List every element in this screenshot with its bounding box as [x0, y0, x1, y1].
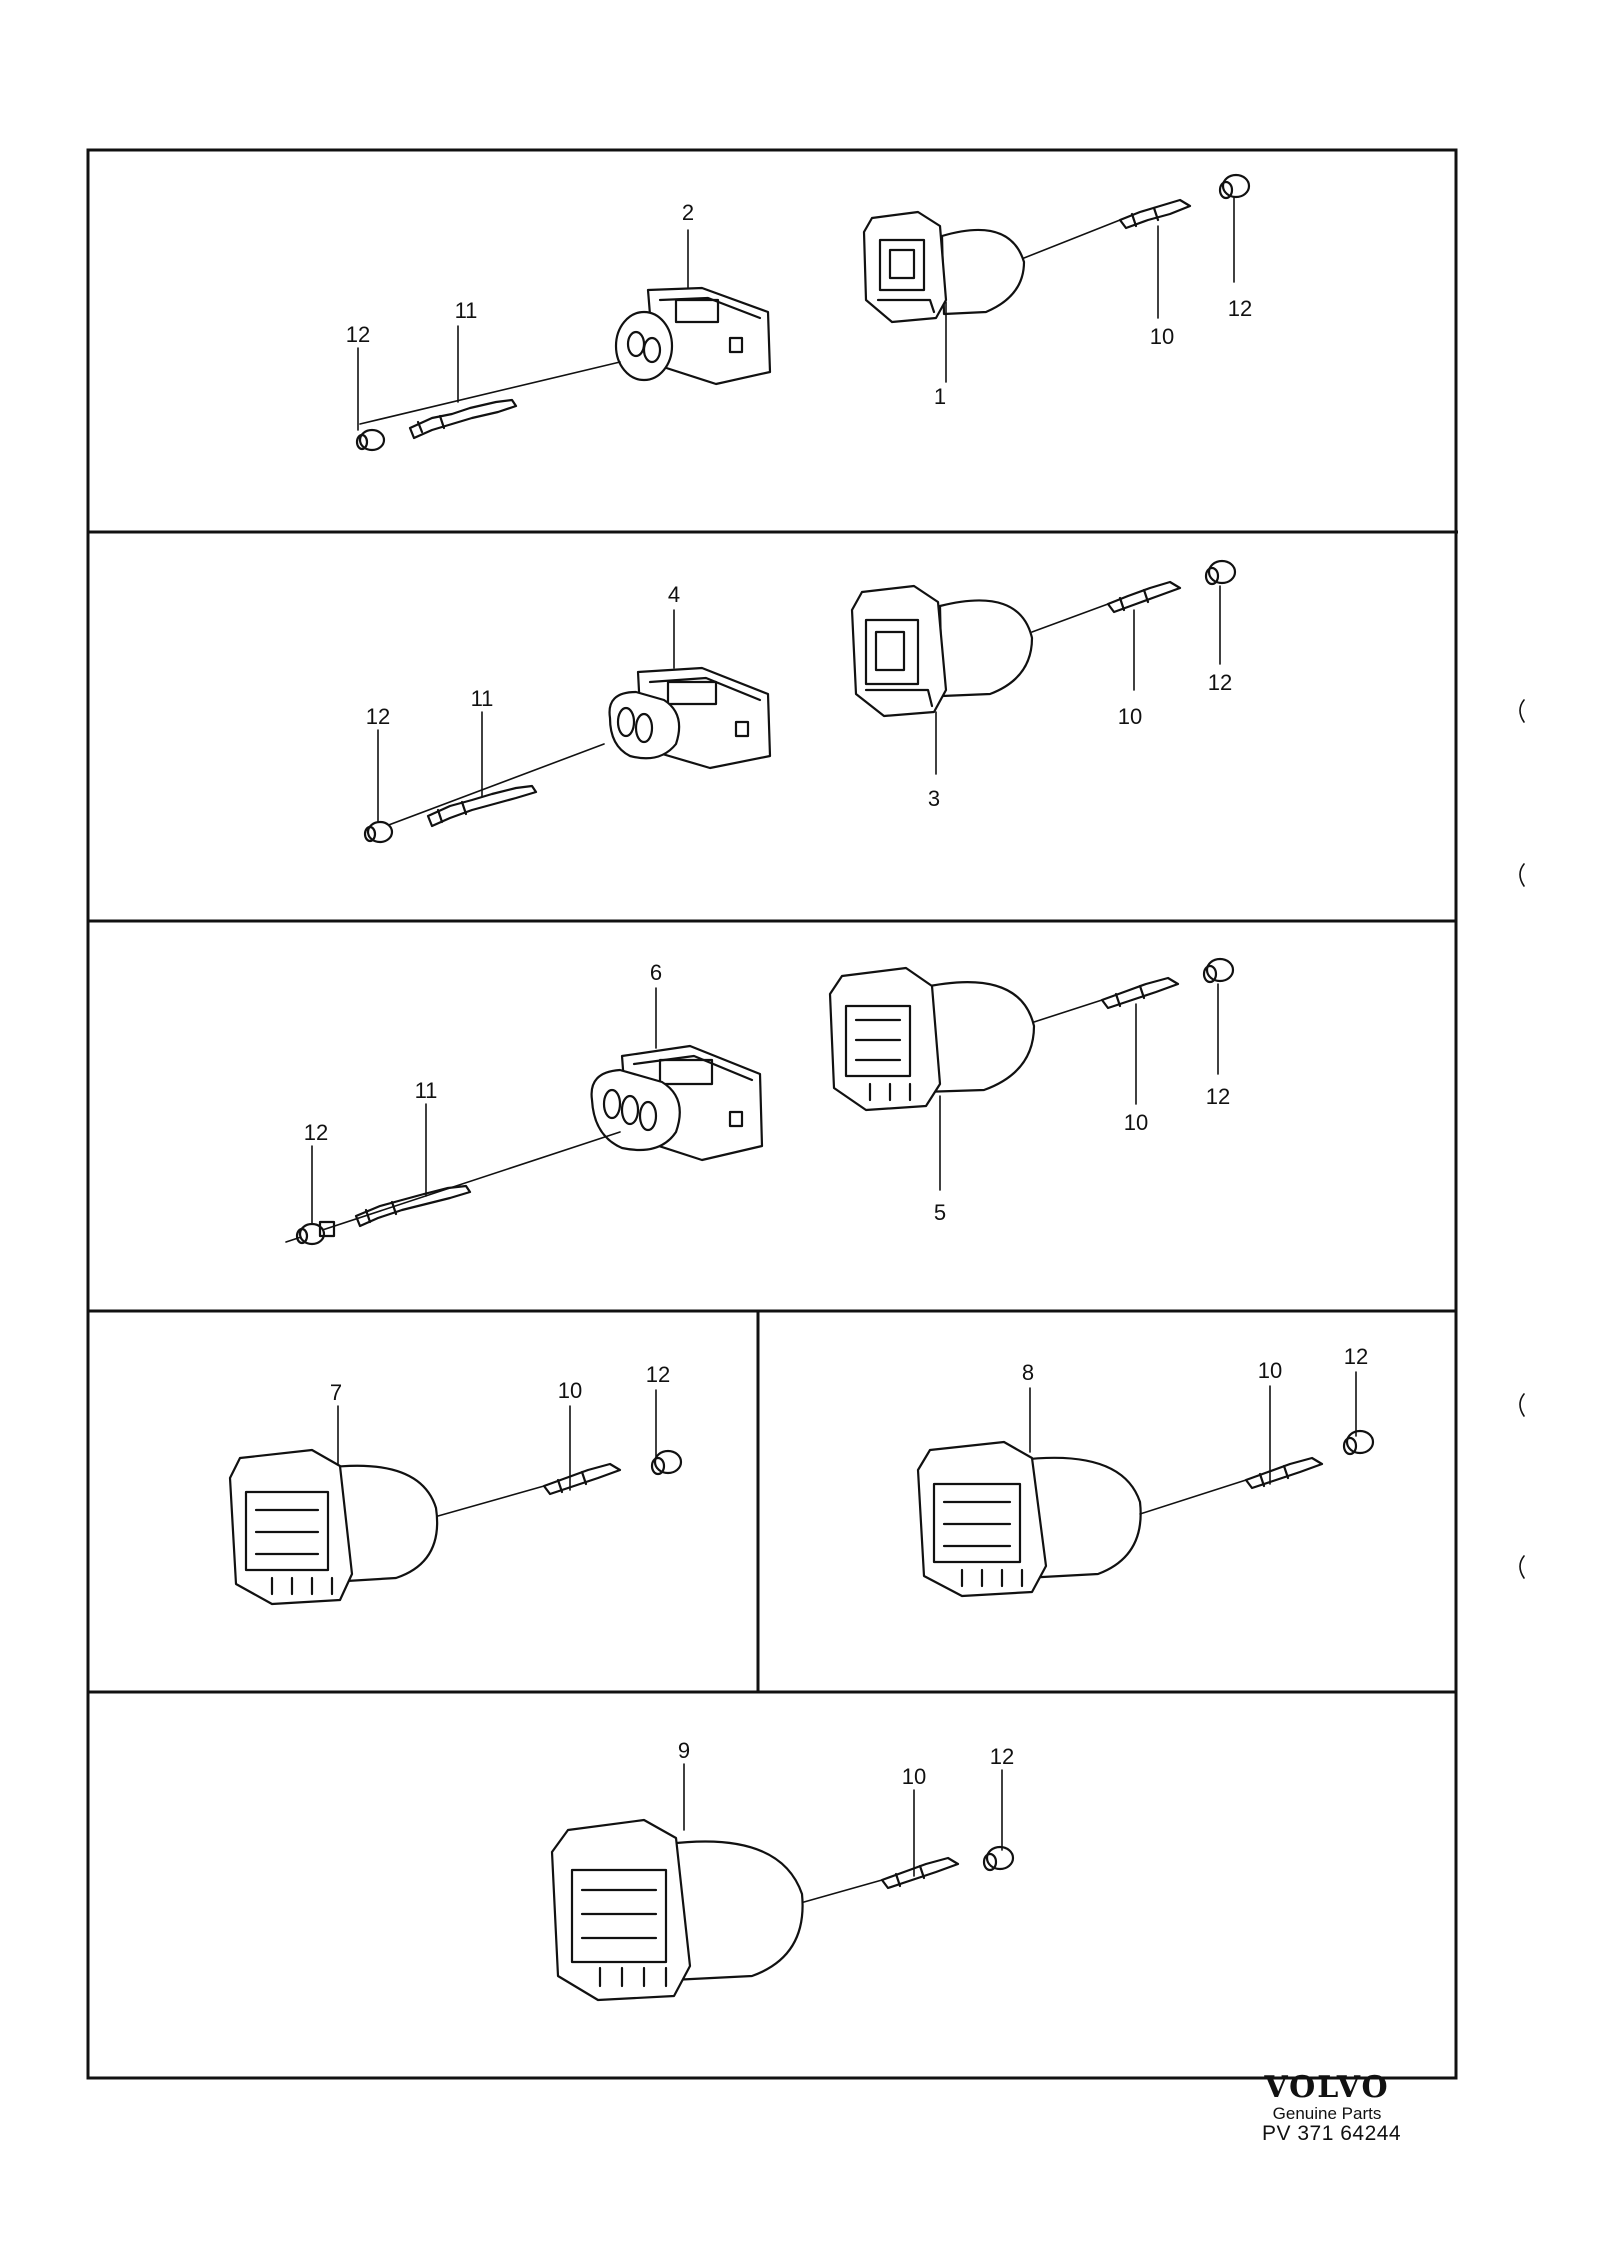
leader-lines [683, 1763, 1003, 1877]
callout-11: 11 [455, 298, 478, 323]
part-12-seal [982, 1845, 1015, 1872]
leader-lines [311, 983, 1219, 1225]
part-12-seal [295, 1220, 336, 1246]
part-5-plug [828, 966, 1036, 1112]
callout-10: 10 [902, 1764, 926, 1789]
part-10-terminal [1244, 1456, 1324, 1490]
callout-3: 3 [928, 786, 940, 811]
callout-12: 12 [1208, 670, 1232, 695]
callout-6: 6 [650, 960, 662, 985]
part-4-housing [608, 666, 772, 770]
part-12-seal [650, 1449, 683, 1476]
part-12-seal [1204, 559, 1237, 586]
callout-12: 12 [990, 1744, 1014, 1769]
callout-12: 12 [304, 1120, 328, 1145]
part-3-plug [850, 584, 1034, 718]
leader-lines [1029, 1371, 1357, 1485]
callout-10: 10 [558, 1378, 582, 1403]
part-10-terminal [880, 1856, 960, 1890]
callout-10: 10 [1118, 704, 1142, 729]
callout-12: 12 [1228, 296, 1252, 321]
panel-5 [916, 1371, 1375, 1598]
part-11-terminal [426, 784, 538, 828]
part-11-terminal [354, 1184, 472, 1228]
callout-7: 7 [330, 1380, 342, 1405]
leader-lines [337, 1389, 657, 1491]
part-12-seal [355, 428, 386, 452]
part-12-seal [1202, 957, 1235, 984]
callout-12: 12 [346, 322, 370, 347]
part-12-seal [1218, 173, 1251, 200]
leader-lines [357, 197, 1235, 431]
part-8-plug [916, 1440, 1142, 1598]
callout-10: 10 [1258, 1358, 1282, 1383]
part-10-terminal [542, 1462, 622, 1496]
panel-1 [355, 173, 1251, 452]
callout-9: 9 [678, 1738, 690, 1763]
panel-6 [550, 1763, 1015, 2002]
part-7-plug [228, 1448, 439, 1606]
callout-10: 10 [1124, 1110, 1148, 1135]
callout-11: 11 [471, 686, 494, 711]
panel-3 [285, 957, 1235, 1246]
part-number-code: PV 371 64244 [1262, 2122, 1402, 2145]
callout-11: 11 [415, 1078, 438, 1103]
part-6-housing [590, 1044, 764, 1162]
callout-12: 12 [1344, 1344, 1368, 1369]
brand-block: VOLVO Genuine Parts [1252, 2072, 1402, 2124]
callout-4: 4 [668, 582, 680, 607]
callout-12: 12 [366, 704, 390, 729]
leader-lines [377, 585, 1221, 823]
part-12-seal [363, 820, 394, 844]
callout-12: 12 [1206, 1084, 1230, 1109]
panel-4 [228, 1389, 683, 1606]
callout-labels: 1 2 10 11 12 12 3 4 10 11 12 12 5 6 10 1… [304, 200, 1368, 1789]
part-1-plug [862, 210, 1026, 324]
callout-2: 2 [682, 200, 694, 225]
callout-5: 5 [934, 1200, 946, 1225]
part-12-seal [1342, 1429, 1375, 1456]
part-2-housing [614, 286, 772, 386]
margin-marks [1519, 699, 1525, 1579]
part-10-terminal [1118, 198, 1192, 230]
part-10-terminal [1100, 976, 1180, 1010]
part-9-plug [550, 1818, 804, 2002]
volvo-logo: VOLVO [1264, 2070, 1390, 2105]
callout-12: 12 [646, 1362, 670, 1387]
panel-2 [363, 559, 1237, 844]
part-10-terminal [1106, 580, 1182, 614]
brand-subtitle: Genuine Parts [1272, 2104, 1382, 2123]
callout-8: 8 [1022, 1360, 1034, 1385]
callout-10: 10 [1150, 324, 1174, 349]
callout-1: 1 [934, 384, 946, 409]
part-11-terminal [408, 398, 518, 440]
panel-frames [86, 148, 1458, 2080]
